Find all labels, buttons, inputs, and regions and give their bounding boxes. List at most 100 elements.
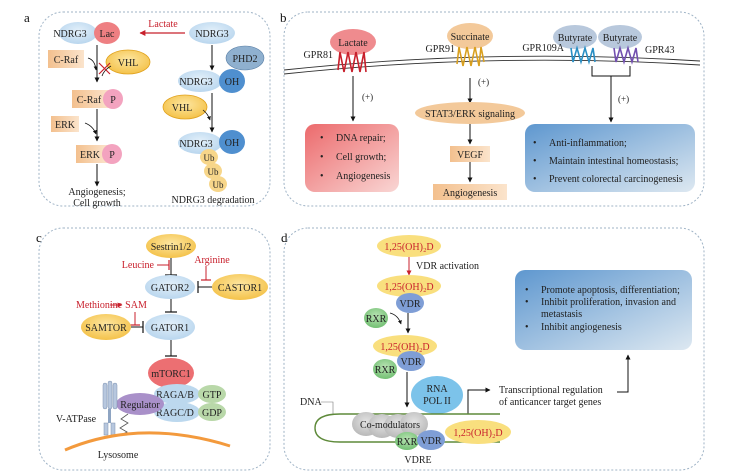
sestrin-label: Sestrin1/2 xyxy=(151,242,192,253)
ub3-node xyxy=(209,176,227,192)
gpr81-receptor-icon xyxy=(337,51,367,73)
red-box-bullet-1: • xyxy=(320,133,324,144)
v-atpase-icon xyxy=(102,380,118,436)
gpr91-label: GPR91 xyxy=(426,44,455,55)
vitd-node-4 xyxy=(445,420,511,444)
vdr-label-3: VDR xyxy=(420,436,441,447)
ndrg3-oh1-node xyxy=(178,70,222,92)
red-box-item-3: Angiogenesis xyxy=(336,171,391,182)
gpr109a-receptor-icon xyxy=(570,45,596,65)
membrane-line-bottom xyxy=(283,59,701,75)
gpr81-label: GPR81 xyxy=(304,50,333,61)
panel-d-border xyxy=(283,227,705,471)
gator1-label: GATOR1 xyxy=(151,323,189,334)
craf-box xyxy=(48,50,84,68)
vdr-node-2 xyxy=(397,351,425,371)
blue-box-item-1: Anti-inflammation; xyxy=(549,138,627,149)
ragab-node xyxy=(154,384,200,404)
oh1-node xyxy=(219,69,245,93)
vhl-right-node xyxy=(162,94,208,120)
transcription-label-1: Transcriptional regulation xyxy=(499,385,603,396)
gtp-node xyxy=(198,385,226,403)
anticancer-bullet-1: • xyxy=(525,285,529,296)
p2-node xyxy=(102,144,122,164)
butyrate-ligand-2 xyxy=(598,25,642,49)
rna-pol-label-2: POL II xyxy=(423,396,451,407)
ub1-node xyxy=(200,149,218,165)
methionine-label: Methionine xyxy=(76,300,123,311)
oh1-label: OH xyxy=(225,77,239,88)
gpr43-label: GPR43 xyxy=(645,45,674,56)
ndrg3-oh2-node xyxy=(178,132,222,154)
craf-label: C-Raf xyxy=(54,55,79,66)
butyrate-bracket xyxy=(591,66,631,77)
blue-box-item-3: Prevent colorectal carcinogenesis xyxy=(549,174,683,185)
stat3-erk-label: STAT3/ERK signaling xyxy=(425,109,515,120)
anticancer-bullet-3: • xyxy=(525,322,529,333)
panel-letter-a: a xyxy=(24,10,30,25)
lac-node xyxy=(94,22,120,44)
phd2-label: PHD2 xyxy=(232,54,257,65)
plus-label-2: (+) xyxy=(478,77,489,87)
ub1-label: Ub xyxy=(204,153,215,163)
ndrg3-right-label: NDRG3 xyxy=(195,29,228,40)
rxr-binding-arrow xyxy=(389,312,402,325)
anticancer-item-2-cont: metastasis xyxy=(541,309,582,320)
vdr-label-2: VDR xyxy=(400,357,421,368)
sestrin-node xyxy=(146,234,196,258)
panel-a: a NDRG3 Lac Lactate NDRG3 C-Raf VHL PHD2… xyxy=(24,10,271,209)
mtorc1-label: mTORC1 xyxy=(151,369,190,380)
rxr-label-3: RXR xyxy=(397,437,418,448)
gtp-label: GTP xyxy=(203,390,222,401)
angiogenesis-label: Angiogenesis xyxy=(443,188,498,199)
red-box-item-2: Cell growth; xyxy=(336,152,386,163)
succinate-ligand-label: Succinate xyxy=(451,32,490,43)
oh2-node xyxy=(219,130,245,154)
ndrg3-right-node xyxy=(189,22,235,44)
craf-arrow xyxy=(87,57,98,71)
butyrate-1-label: Butyrate xyxy=(558,33,593,44)
arginine-label: Arginine xyxy=(194,255,230,266)
craf-p-box xyxy=(72,90,110,108)
panel-d: d 1,25(OH)₂D VDR activation 1,25(OH)₂D V… xyxy=(281,227,705,471)
dna-pointer-line xyxy=(321,401,334,414)
anticancer-bullet-2: • xyxy=(525,297,529,308)
ndrg3-oh2-label: NDRG3 xyxy=(179,139,212,150)
blue-box-bullet-1: • xyxy=(533,138,537,149)
panel-letter-c: c xyxy=(36,230,42,245)
anticancer-item-2: Inhibit proliferation, invasion and xyxy=(541,297,676,308)
vhl-left-node xyxy=(105,49,151,75)
castor1-node xyxy=(212,274,268,300)
vdr-label-1: VDR xyxy=(399,299,420,310)
vhl-right-arrow xyxy=(202,109,211,121)
plus-label-1: (+) xyxy=(362,92,373,102)
vdr-node-3 xyxy=(417,430,445,450)
panel-a-border xyxy=(38,11,271,207)
red-box-item-1: DNA repair; xyxy=(336,133,386,144)
anticancer-item-3: Inhibit angiogenesis xyxy=(541,322,622,333)
comodulators-cluster xyxy=(352,412,428,438)
samtor-node xyxy=(81,314,131,340)
comodulators-label: Co-modulators xyxy=(360,420,420,431)
panel-c: c Sestrin1/2 Leucine Arginine GATOR2 CAS… xyxy=(36,227,271,471)
leucine-label: Leucine xyxy=(122,260,155,271)
regulator-node xyxy=(116,393,164,415)
rxr-node-2 xyxy=(373,359,397,379)
regulator-label: Regulator xyxy=(120,400,160,411)
p1-node xyxy=(103,89,123,109)
vitd-label-4: 1,25(OH)₂D xyxy=(453,428,502,439)
mtorc1-node xyxy=(148,358,194,388)
ndrg3-lac-node xyxy=(59,22,97,44)
castor1-label: CASTOR1 xyxy=(218,283,262,294)
lactate-label: Lactate xyxy=(148,19,178,30)
vhl-right-label: VHL xyxy=(172,103,193,114)
vdr-activation-label: VDR activation xyxy=(416,261,479,272)
outcome-right: NDRG3 degradation xyxy=(171,195,254,206)
gator1-node xyxy=(145,314,195,340)
phd2-node xyxy=(225,45,265,71)
blue-box-item-2: Maintain intestinal homeostasis; xyxy=(549,156,679,167)
ragcd-node xyxy=(154,402,200,422)
red-box-bullet-3: • xyxy=(320,171,324,182)
red-box-bullet-2: • xyxy=(320,152,324,163)
